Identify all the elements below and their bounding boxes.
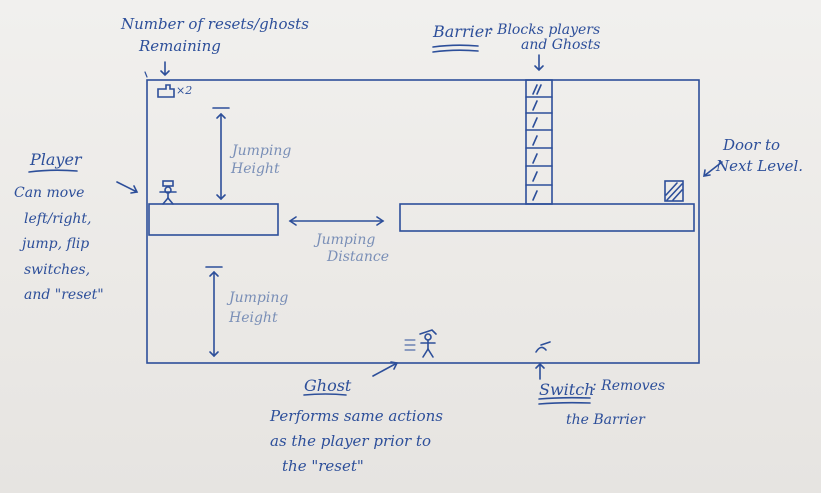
barrier-desc-line2: and Ghosts xyxy=(521,37,600,54)
ghost-icon xyxy=(405,330,436,357)
player-title: Player xyxy=(30,150,82,169)
switch-title: Switch xyxy=(539,380,594,399)
resets-title: Number of resets/ghosts xyxy=(121,15,309,33)
player-arrow xyxy=(117,182,137,193)
jump-height-bottom-label-2: Height xyxy=(229,310,278,327)
jump-height-top-label-1: Jumping xyxy=(232,143,291,160)
player-icon xyxy=(160,181,176,204)
door-desc-2: Next Level. xyxy=(716,157,803,175)
player-desc-3: jump, flip xyxy=(22,236,89,253)
ghost-arrow xyxy=(373,362,397,376)
player-desc-2: left/right, xyxy=(24,211,92,228)
player-desc-1: Can move xyxy=(14,185,84,202)
door-desc-1: Door to xyxy=(723,136,780,154)
ghost-desc-2: as the player prior to xyxy=(270,432,431,450)
jump-distance-label-2: Distance xyxy=(327,249,389,266)
switch-desc-line1: : Removes xyxy=(592,378,665,395)
ghost-desc-1: Performs same actions xyxy=(270,407,443,425)
left-platform xyxy=(149,204,278,235)
switch-icon xyxy=(536,342,550,352)
player-desc-5: and "reset" xyxy=(24,287,104,304)
barrier-arrow xyxy=(535,55,543,70)
jump-height-bottom-indicator xyxy=(206,267,222,356)
barrier-title: Barrier xyxy=(433,22,492,41)
switch-arrow xyxy=(536,364,544,379)
resets-count: ×2 xyxy=(176,84,192,97)
ghost-title: Ghost xyxy=(304,376,351,395)
switch-desc-line2: the Barrier xyxy=(566,412,645,429)
reset-counter-icon xyxy=(158,85,174,97)
resets-arrow xyxy=(161,62,169,75)
jump-height-top-indicator xyxy=(213,108,229,199)
jump-height-bottom-label-1: Jumping xyxy=(229,290,288,307)
ghost-desc-3: the "reset" xyxy=(282,457,364,475)
right-platform xyxy=(400,204,694,231)
jump-height-top-label-2: Height xyxy=(231,161,280,178)
jump-distance-label-1: Jumping xyxy=(316,232,375,249)
player-desc-4: switches, xyxy=(24,262,90,279)
door-icon xyxy=(665,181,683,201)
jump-distance-indicator xyxy=(290,217,383,225)
resets-title-line2: Remaining xyxy=(139,37,221,55)
barrier-icon xyxy=(526,80,552,204)
